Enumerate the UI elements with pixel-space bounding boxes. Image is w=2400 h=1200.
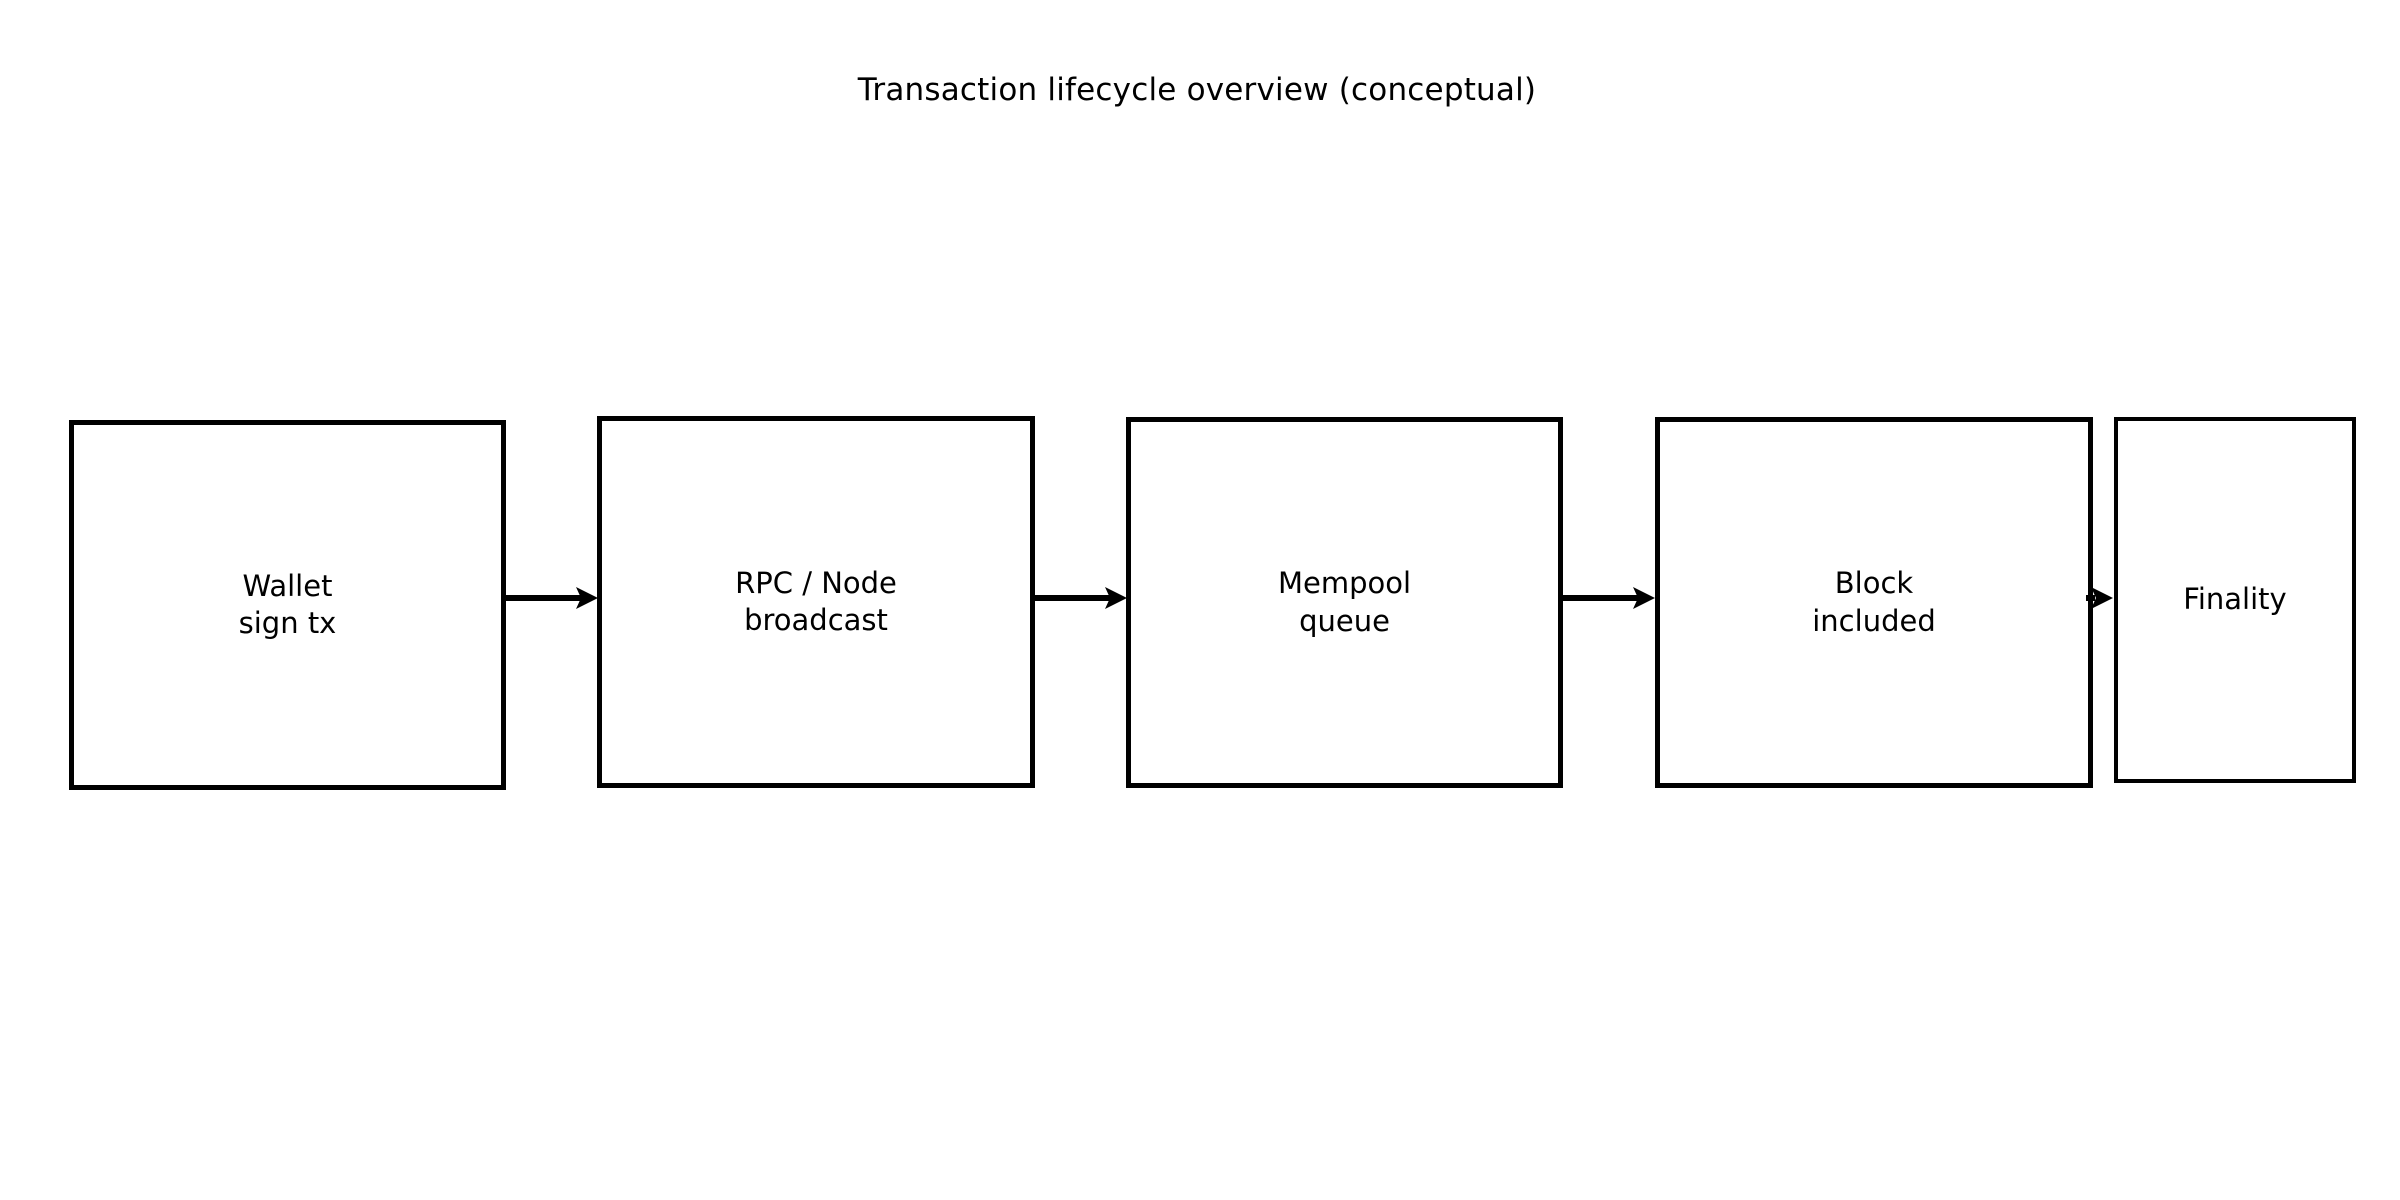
stage-node-mempool-label: Mempool queue <box>1277 566 1412 638</box>
connector-rpc-to-mempool <box>1031 578 1130 618</box>
stage-node-block-label: Block included <box>1812 566 1936 638</box>
stage-node-mempool[interactable]: Mempool queue <box>1126 417 1563 788</box>
connector-wallet-to-rpc <box>502 578 601 618</box>
stage-node-block[interactable]: Block included <box>1655 417 2093 788</box>
stage-node-rpc-node[interactable]: RPC / Node broadcast <box>597 416 1035 788</box>
stage-node-finality[interactable]: Finality <box>2114 417 2356 783</box>
page-title-text: Transaction lifecycle overview (conceptu… <box>857 72 1537 108</box>
stage-node-wallet-label: Wallet sign tx <box>238 568 337 640</box>
connector-mempool-to-block <box>1559 578 1658 618</box>
stage-node-rpc-node-label: RPC / Node broadcast <box>735 565 897 637</box>
connector-block-to-finality <box>2085 578 2119 618</box>
stage-node-finality-label: Finality <box>2183 582 2287 617</box>
page-title: Transaction lifecycle overview (conceptu… <box>0 72 2400 109</box>
stage-node-wallet[interactable]: Wallet sign tx <box>69 420 506 790</box>
